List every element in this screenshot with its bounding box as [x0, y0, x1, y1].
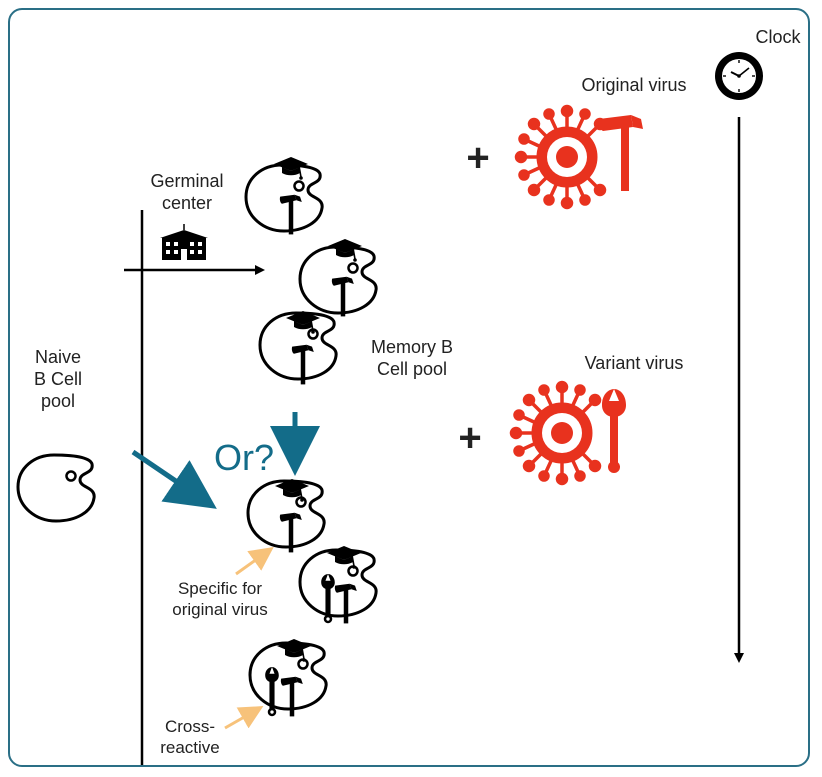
memory-pool-line1: Memory B: [370, 337, 453, 357]
clock-icon: [715, 52, 763, 100]
memory-pool-label: Memory B Cell pool: [356, 336, 468, 380]
specific-line1: Specific for: [177, 579, 263, 598]
germinal-center-line1: Germinal: [150, 171, 224, 191]
germinal-center-line2: center: [161, 193, 213, 213]
original-virus-label: Original virus: [581, 75, 687, 95]
naive-pool-label: Naive B Cell pool: [20, 346, 96, 412]
naive-pool-line2: B Cell: [33, 369, 82, 389]
memory-b-cell: [244, 156, 324, 235]
cross-line2: reactive: [160, 738, 220, 757]
clock-label: Clock: [755, 27, 801, 47]
virus-wrench-icon: [509, 380, 626, 486]
memory-b-cell: [298, 238, 378, 317]
germinal-center-label: Germinal center: [136, 170, 238, 214]
plus-sign-variant: +: [458, 416, 482, 460]
specific-label: Specific for original virus: [158, 578, 282, 620]
naive-pool-line1: Naive: [34, 347, 82, 367]
memory-b-cell: [258, 310, 338, 385]
naive-pool-line3: pool: [40, 391, 76, 411]
or-question-label: Or?: [213, 437, 274, 478]
virus-hammer-icon: [514, 104, 643, 210]
diagram-frame: [8, 8, 810, 767]
memory-b-cell-cross-reactive: [248, 638, 328, 717]
naive-b-cell: [16, 453, 96, 523]
cross-line1: Cross-: [164, 717, 216, 736]
memory-pool-line2: Cell pool: [376, 359, 448, 379]
school-building-icon: [160, 224, 208, 260]
cross-reactive-label: Cross- reactive: [150, 716, 230, 758]
specific-line2: original virus: [172, 600, 268, 619]
variant-virus-label: Variant virus: [584, 353, 684, 373]
cross-reactive-pointer-arrow: [224, 706, 264, 730]
memory-b-cell-specific: [246, 478, 326, 553]
specific-pointer-arrow: [235, 547, 274, 576]
memory-b-cell-dual: [298, 545, 378, 624]
plus-sign-original: +: [466, 136, 490, 180]
naive-recruitment-arrow: [131, 449, 217, 509]
